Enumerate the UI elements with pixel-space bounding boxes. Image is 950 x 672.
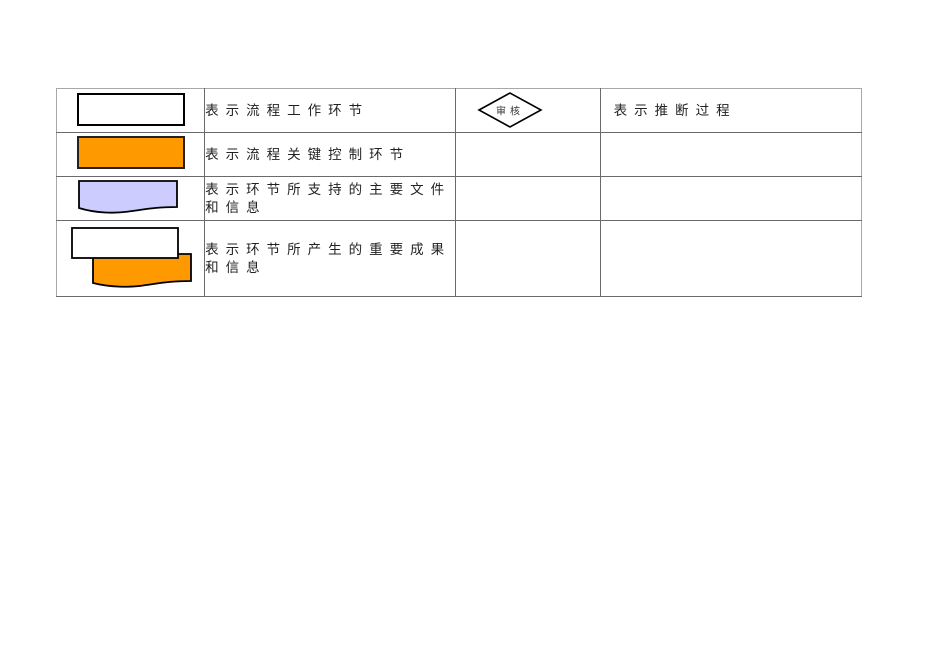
- decision-label: 审核: [496, 105, 524, 118]
- shape-cell: [55, 132, 206, 177]
- legend-row-key-control: 表示流程关键控制环节: [55, 132, 863, 177]
- shape-cell: [55, 176, 206, 221]
- legend-description: 表示环节所支持的主要文件和信息: [204, 176, 457, 221]
- legend-description: 表示环节所产生的重要成果和信息: [204, 220, 457, 297]
- empty-cell: [455, 132, 601, 177]
- legend-description-2: 表示推断过程: [599, 88, 863, 133]
- empty-cell: [599, 132, 863, 177]
- legend-row-output: 表示环节所产生的重要成果和信息: [55, 220, 863, 297]
- output-documents-icon: [71, 227, 192, 288]
- shape-cell-2: 审核: [455, 88, 601, 133]
- shape-cell: [55, 88, 206, 133]
- empty-cell: [599, 176, 863, 221]
- empty-cell: [599, 220, 863, 297]
- legend-description: 表示流程关键控制环节: [204, 132, 457, 177]
- process-rect-icon: [77, 93, 185, 126]
- shape-cell: [55, 220, 206, 297]
- empty-cell: [455, 220, 601, 297]
- empty-cell: [455, 176, 601, 221]
- decision-diamond-icon: 审核: [477, 92, 544, 128]
- legend-row-document: 表示环节所支持的主要文件和信息: [55, 176, 863, 221]
- key-control-rect-icon: [77, 136, 185, 169]
- document-shape-icon: [78, 180, 178, 214]
- legend-description: 表示流程工作环节: [204, 88, 457, 133]
- legend-row-process: 表示流程工作环节 审核 表示推断过程: [55, 88, 863, 133]
- flowchart-legend-table: 表示流程工作环节 审核 表示推断过程 表示流程关键控制环节: [55, 88, 863, 297]
